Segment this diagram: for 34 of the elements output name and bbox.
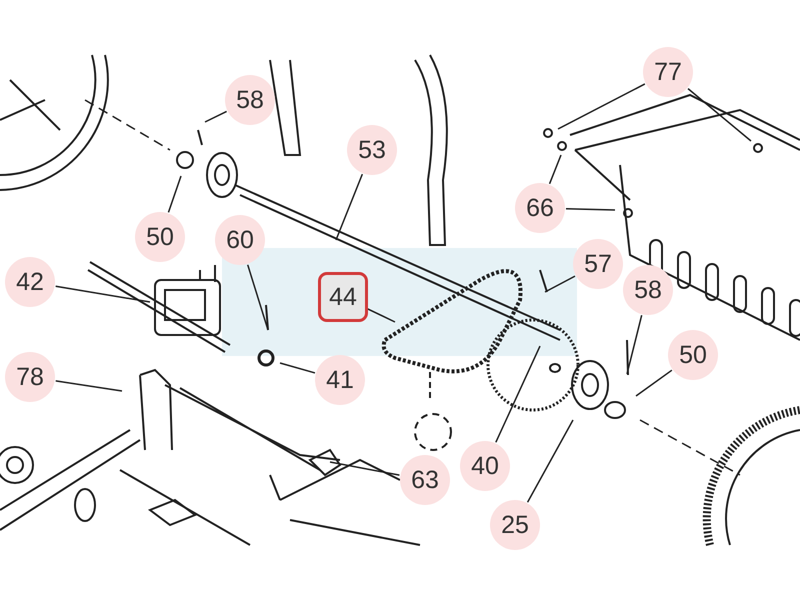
leader-line bbox=[204, 110, 227, 123]
leader-line bbox=[168, 176, 182, 213]
leader-line bbox=[366, 308, 396, 323]
leader-line bbox=[548, 154, 562, 184]
leader-line bbox=[335, 174, 364, 240]
callout-number: 57 bbox=[573, 239, 623, 289]
callout-number: 40 bbox=[460, 441, 510, 491]
leader-line bbox=[558, 83, 646, 130]
callout-number: 50 bbox=[135, 212, 185, 262]
leader-line bbox=[636, 370, 672, 397]
callout-number: 63 bbox=[400, 455, 450, 505]
leader-line bbox=[280, 362, 316, 374]
callout-number: 42 bbox=[5, 257, 55, 307]
callout-number: 25 bbox=[490, 500, 540, 550]
callout-number: 44 bbox=[318, 272, 368, 322]
callout-number: 53 bbox=[347, 125, 397, 175]
callout-number: 50 bbox=[668, 330, 718, 380]
callout-number: 66 bbox=[515, 183, 565, 233]
callout-number: 58 bbox=[623, 265, 673, 315]
leader-line bbox=[56, 380, 122, 392]
leader-line bbox=[626, 315, 642, 374]
leader-line bbox=[56, 286, 150, 303]
callout-number: 60 bbox=[215, 215, 265, 265]
leader-line bbox=[566, 208, 616, 211]
leader-line bbox=[247, 264, 269, 330]
leader-line bbox=[330, 461, 400, 476]
leader-line bbox=[495, 346, 541, 443]
callout-number: 58 bbox=[225, 75, 275, 125]
callout-number: 77 bbox=[643, 47, 693, 97]
leader-line bbox=[688, 88, 752, 142]
callout-number: 78 bbox=[5, 352, 55, 402]
callout-number: 41 bbox=[315, 355, 365, 405]
leader-line bbox=[544, 275, 576, 293]
leader-line bbox=[526, 420, 574, 503]
